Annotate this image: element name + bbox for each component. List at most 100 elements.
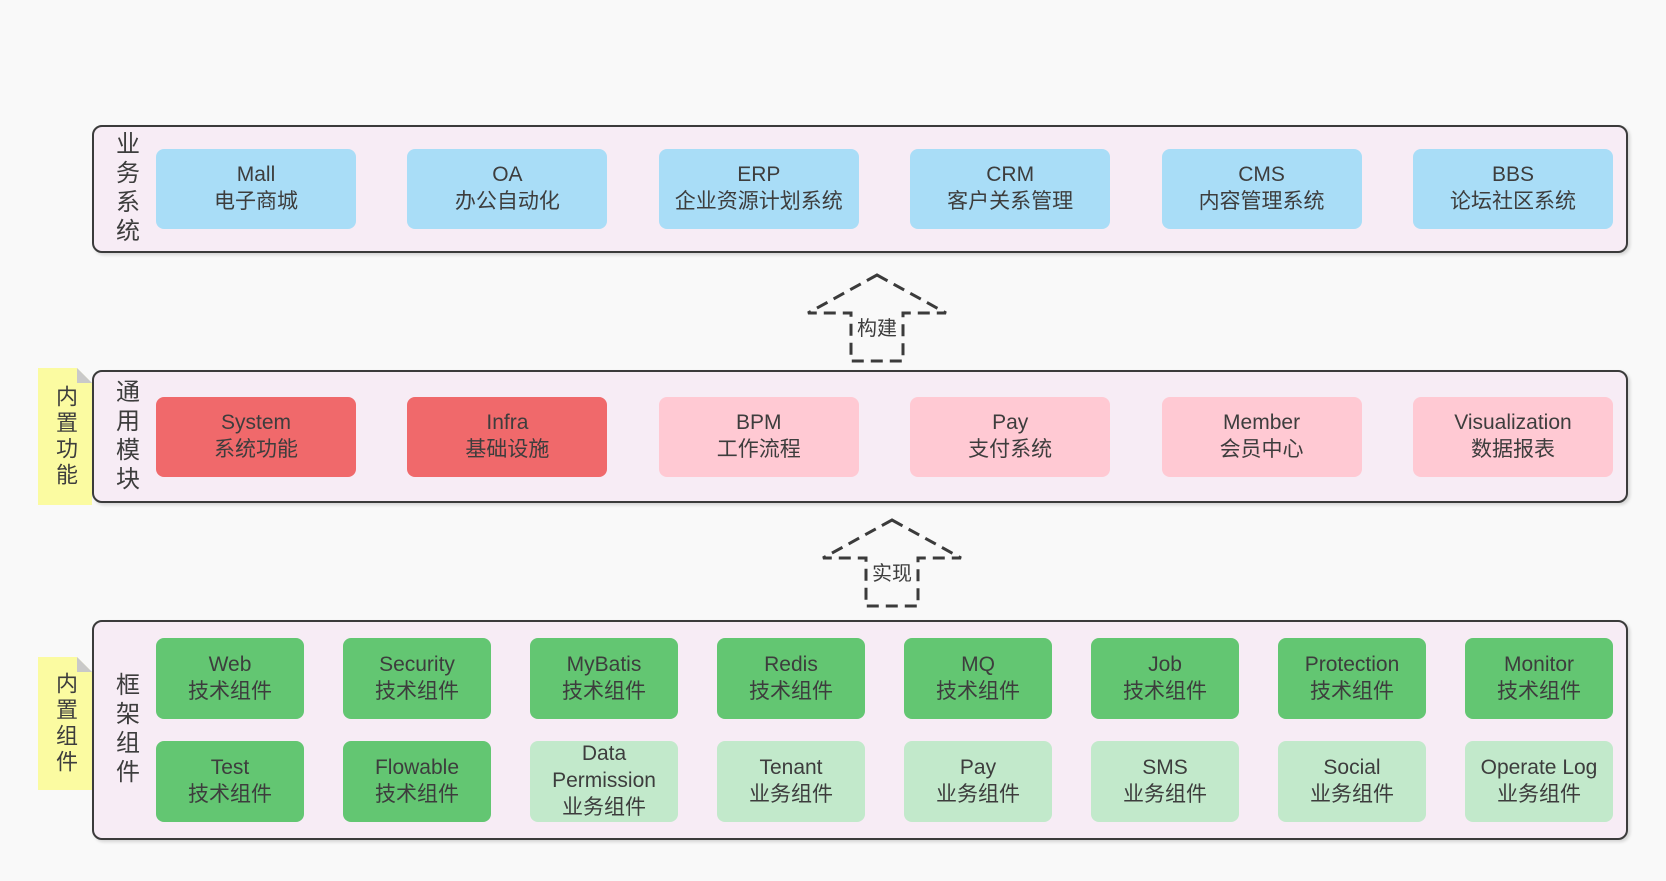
module-name: Social (1323, 755, 1381, 779)
module-name: ERP (737, 163, 781, 187)
module-name: System (220, 410, 291, 434)
module-description: 基础设施 (465, 437, 550, 461)
module-box-protection: Protection 技术组件 (1278, 638, 1426, 719)
module-box-crm: CRM 客户关系管理 (910, 149, 1111, 229)
module-name: Mall (236, 163, 276, 187)
module-name: Flowable (374, 755, 460, 779)
sticky-note-builtin-features: 内置功能 (38, 368, 92, 505)
module-box-redis: Redis 技术组件 (717, 638, 865, 719)
module-name: Security (379, 652, 455, 676)
module-description: 技术组件 (375, 782, 459, 806)
module-box-mq: MQ 技术组件 (904, 638, 1052, 719)
module-name: Pay (959, 755, 997, 779)
module-description: 技术组件 (188, 782, 272, 806)
module-name: Test (210, 755, 250, 779)
module-description: 技术组件 (562, 679, 646, 703)
build-arrow-label: 构建 (854, 311, 900, 342)
module-description: 业务组件 (749, 782, 833, 806)
folded-corner-icon (77, 657, 92, 672)
module-name: Tenant (759, 755, 823, 779)
module-description: 论坛社区系统 (1449, 190, 1576, 213)
band-title-text: 框架组件 (111, 672, 139, 788)
implement-arrow-icon (822, 518, 962, 608)
band-title-framework-components: 框架组件 (94, 622, 156, 838)
module-box-system: System 系统功能 (156, 396, 356, 477)
module-name: SMS (1142, 755, 1188, 779)
band-title-common-modules: 通用模块 (94, 372, 156, 501)
band-title-text: 业务系统 (111, 131, 139, 247)
module-name: OA (492, 163, 523, 187)
module-description: 技术组件 (188, 679, 272, 703)
module-description: 业务组件 (1123, 782, 1207, 806)
module-box-infra: Infra 基础设施 (407, 396, 608, 477)
module-description: 技术组件 (1123, 679, 1207, 703)
module-description: 系统功能 (214, 437, 298, 461)
module-box-flowable: Flowable 技术组件 (343, 741, 491, 822)
module-box-visualization: Visualization 数据报表 (1412, 396, 1613, 477)
module-name: BBS (1491, 163, 1534, 187)
module-box-job: Job 技术组件 (1091, 638, 1239, 719)
module-box-oa: OA 办公自动化 (407, 149, 608, 229)
module-name: Redis (764, 652, 818, 676)
module-name: Member (1223, 410, 1301, 434)
module-name: Visualization (1454, 410, 1572, 434)
module-description: 办公自动化 (454, 190, 560, 213)
module-description: 工作流程 (716, 437, 801, 461)
module-description: 客户关系管理 (947, 190, 1074, 213)
module-description: 技术组件 (375, 679, 459, 703)
module-description: 业务组件 (562, 795, 646, 819)
module-description: 业务组件 (1310, 782, 1394, 806)
module-box-mybatis: MyBatis 技术组件 (530, 638, 678, 719)
module-description: 电子商城 (214, 190, 298, 213)
module-name: CMS (1238, 163, 1285, 187)
module-name: MyBatis (566, 652, 642, 676)
band-title-text: 通用模块 (111, 378, 139, 495)
module-name: Web (208, 652, 252, 676)
module-name: Protection (1304, 652, 1400, 676)
module-box-mall: Mall 电子商城 (156, 149, 356, 229)
module-box-security: Security 技术组件 (343, 638, 491, 719)
sticky-note-label: 内置组件 (53, 671, 78, 776)
module-box-bbs: BBS 论坛社区系统 (1412, 149, 1613, 229)
module-box-social: Social 业务组件 (1278, 741, 1426, 822)
module-description: 技术组件 (749, 679, 833, 703)
module-name: CRM (986, 163, 1035, 187)
module-box-member: Member 会员中心 (1161, 396, 1362, 477)
module-box-operate-log: Operate Log 业务组件 (1465, 741, 1613, 822)
module-name: Data Permission (552, 742, 656, 793)
folded-corner-icon (77, 368, 92, 383)
module-name: Pay (992, 410, 1029, 434)
sticky-note-builtin-components: 内置组件 (38, 657, 92, 790)
module-description: 会员中心 (1219, 437, 1304, 461)
band-title-business-systems: 业务系统 (94, 127, 156, 251)
module-box-tenant: Tenant 业务组件 (717, 741, 865, 822)
module-box-pay: Pay 支付系统 (910, 396, 1111, 477)
module-description: 企业资源计划系统 (674, 190, 843, 213)
build-arrow-icon (807, 273, 947, 363)
implement-arrow-label: 实现 (869, 556, 915, 587)
module-description: 技术组件 (1497, 679, 1581, 703)
module-description: 支付系统 (968, 437, 1053, 461)
module-name: Infra (486, 410, 529, 434)
module-box-test: Test 技术组件 (156, 741, 304, 822)
module-name: Operate Log (1480, 755, 1598, 779)
module-description: 业务组件 (1497, 782, 1581, 806)
module-name: Job (1148, 652, 1182, 676)
module-name: Monitor (1503, 652, 1575, 676)
module-description: 技术组件 (1310, 679, 1394, 703)
module-description: 技术组件 (936, 679, 1020, 703)
module-box-erp: ERP 企业资源计划系统 (658, 149, 859, 229)
module-description: 数据报表 (1470, 437, 1555, 461)
module-name: MQ (961, 652, 995, 676)
